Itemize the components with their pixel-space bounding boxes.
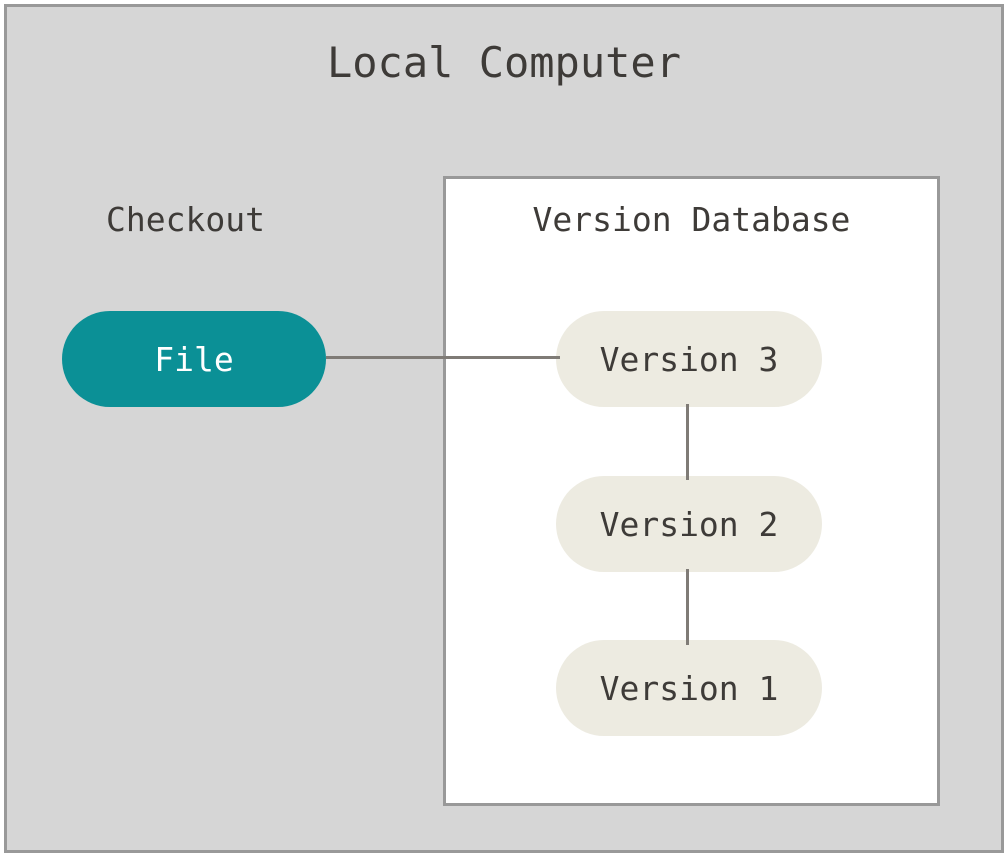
version-database-title: Version Database xyxy=(532,200,851,239)
edge-version2-to-version1 xyxy=(686,569,689,645)
file-node[interactable]: File xyxy=(62,311,326,407)
version-node-3[interactable]: Version 3 xyxy=(556,311,822,407)
version-node-2-label: Version 2 xyxy=(599,504,779,544)
edge-file-to-version3 xyxy=(326,356,560,359)
version-node-3-label: Version 3 xyxy=(599,339,779,379)
file-node-label: File xyxy=(154,339,234,379)
edge-version3-to-version2 xyxy=(686,404,689,480)
version-node-1-label: Version 1 xyxy=(599,668,779,708)
diagram-title: Local Computer xyxy=(326,38,681,87)
version-node-1[interactable]: Version 1 xyxy=(556,640,822,736)
version-node-2[interactable]: Version 2 xyxy=(556,476,822,572)
checkout-label: Checkout xyxy=(106,200,265,239)
